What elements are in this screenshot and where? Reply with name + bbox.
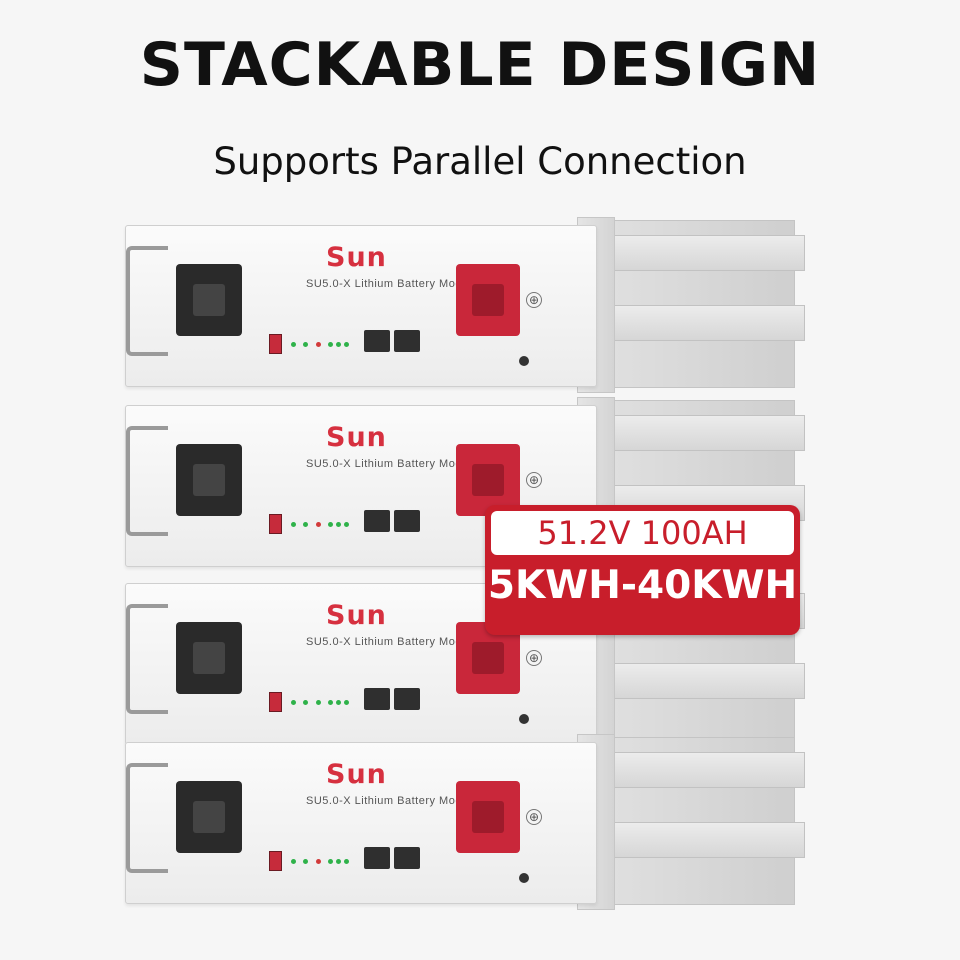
model-label: SU5.0-X Lithium Battery Module: [306, 458, 479, 470]
power-switch-icon: [269, 334, 282, 354]
handle-icon: [126, 604, 168, 714]
led-icon: [291, 700, 296, 705]
brand-logo: Sun: [326, 600, 387, 631]
led-icon: [291, 859, 296, 864]
led-icon: [291, 522, 296, 527]
brand-logo: Sun: [326, 422, 387, 453]
led-icon: [344, 859, 349, 864]
model-label: SU5.0-X Lithium Battery Module: [306, 636, 479, 648]
model-label: SU5.0-X Lithium Battery Module: [306, 278, 479, 290]
rack-rail: [603, 235, 805, 271]
module-front-panel: Sun SU5.0-X Lithium Battery Module ⊕: [125, 742, 597, 904]
port-icon: [394, 510, 420, 532]
led-icon: [344, 522, 349, 527]
rack-rail: [603, 752, 805, 788]
voltage-capacity-label: 51.2V 100AH: [491, 511, 794, 555]
led-icon: [336, 522, 341, 527]
spec-badge: 51.2V 100AH 5KWH-40KWH: [485, 505, 800, 635]
power-switch-icon: [269, 514, 282, 534]
negative-terminal-icon: [176, 622, 242, 694]
negative-terminal-icon: [176, 444, 242, 516]
led-icon: [328, 342, 333, 347]
rack-rail: [603, 305, 805, 341]
led-icon: [328, 700, 333, 705]
port-icon: [364, 847, 390, 869]
dial-icon: [519, 873, 529, 883]
negative-terminal-icon: [176, 781, 242, 853]
led-icon: [303, 859, 308, 864]
battery-module-1: Sun SU5.0-X Lithium Battery Module ⊕: [125, 217, 805, 393]
handle-icon: [126, 426, 168, 536]
model-label: SU5.0-X Lithium Battery Module: [306, 795, 479, 807]
energy-range-label: 5KWH-40KWH: [487, 563, 798, 608]
handle-icon: [126, 763, 168, 873]
led-icon: [328, 522, 333, 527]
led-icon: [303, 342, 308, 347]
led-icon: [344, 700, 349, 705]
dial-icon: [519, 714, 529, 724]
brand-logo: Sun: [326, 242, 387, 273]
battery-module-4: Sun SU5.0-X Lithium Battery Module ⊕: [125, 734, 805, 910]
positive-terminal-icon: [456, 264, 520, 336]
rack-rail: [603, 415, 805, 451]
port-icon: [394, 330, 420, 352]
plus-icon: ⊕: [526, 292, 542, 308]
module-front-panel: Sun SU5.0-X Lithium Battery Module ⊕: [125, 583, 597, 745]
rack-rail: [603, 663, 805, 699]
led-icon: [344, 342, 349, 347]
dial-icon: [519, 356, 529, 366]
port-icon: [364, 688, 390, 710]
negative-terminal-icon: [176, 264, 242, 336]
led-icon: [336, 700, 341, 705]
port-icon: [364, 330, 390, 352]
led-icon: [316, 700, 321, 705]
power-switch-icon: [269, 851, 282, 871]
positive-terminal-icon: [456, 444, 520, 516]
led-icon: [336, 342, 341, 347]
led-icon: [336, 859, 341, 864]
rack-rail: [603, 822, 805, 858]
brand-logo: Sun: [326, 759, 387, 790]
page-title: STACKABLE DESIGN: [139, 30, 821, 100]
power-switch-icon: [269, 692, 282, 712]
plus-icon: ⊕: [526, 650, 542, 666]
led-icon: [328, 859, 333, 864]
led-icon: [316, 859, 321, 864]
port-icon: [394, 847, 420, 869]
handle-icon: [126, 246, 168, 356]
plus-icon: ⊕: [526, 472, 542, 488]
led-icon: [316, 342, 321, 347]
led-icon: [303, 700, 308, 705]
plus-icon: ⊕: [526, 809, 542, 825]
led-icon: [291, 342, 296, 347]
module-front-panel: Sun SU5.0-X Lithium Battery Module ⊕: [125, 225, 597, 387]
led-icon: [316, 522, 321, 527]
port-icon: [394, 688, 420, 710]
page-subtitle: Supports Parallel Connection: [213, 140, 747, 183]
port-icon: [364, 510, 390, 532]
led-icon: [303, 522, 308, 527]
positive-terminal-icon: [456, 781, 520, 853]
